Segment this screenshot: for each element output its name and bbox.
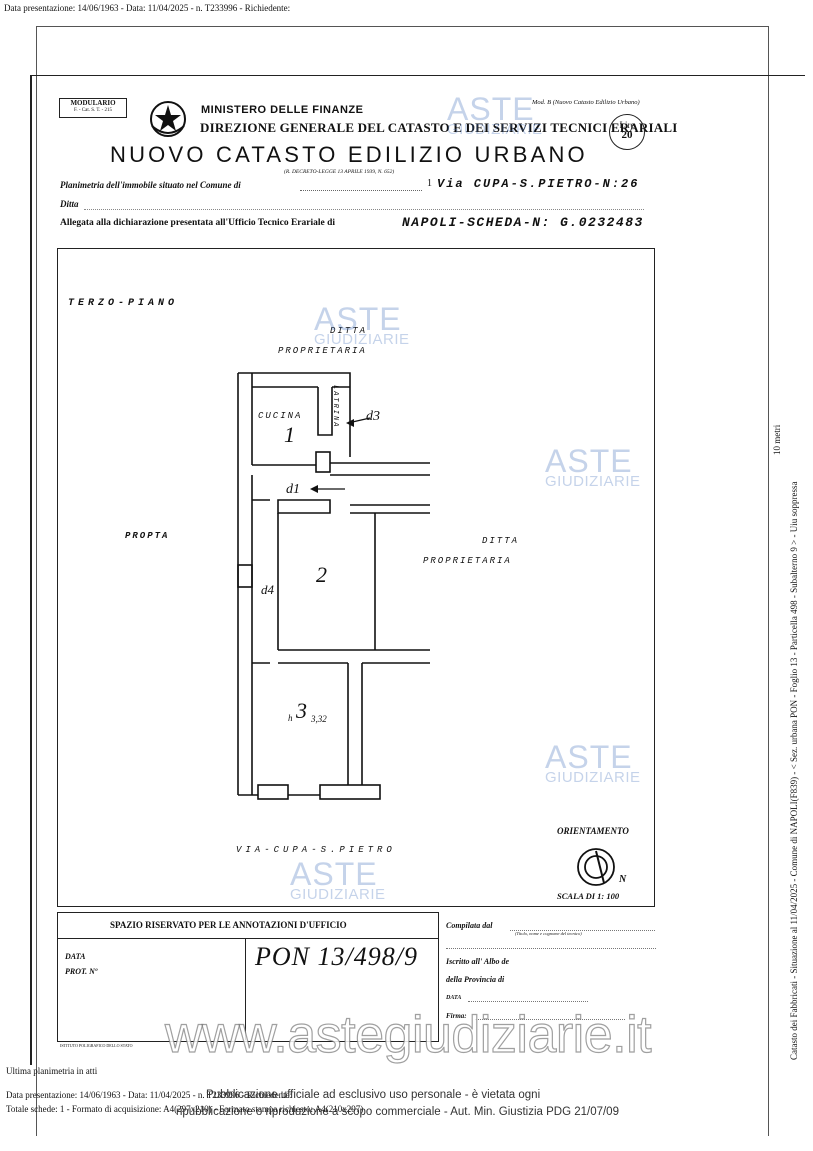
watermark-site: www.astegiudiziarie.it [164,1005,652,1064]
ditta-right-1: DITTA [482,536,520,546]
compilata-label: Compilata dal [446,921,493,930]
footer-overlay-2: ripubblicazione o riproduzione a scopo c… [176,1106,619,1118]
header-line: Data presentazione: 14/06/1963 - Data: 1… [4,3,291,13]
ministry-title: MINISTERO DELLE FINANZE [201,104,364,116]
ditta-top-2: PROPRIETARIA [278,346,367,356]
allegata-label: Allegata alla dichiarazione presentata a… [60,218,336,228]
main-title: NUOVO CATASTO EDILIZIO URBANO [110,142,588,167]
compilata-dots-2 [446,948,656,949]
ditta-label: Ditta [60,199,79,209]
d1-label: d1 [286,482,300,497]
office-prot-label: PROT. Nº [65,967,98,976]
office-box [57,912,439,1042]
firma-label: Firma: [446,1012,467,1020]
floor-label: TERZO-PIANO [68,298,179,309]
modulario-title: MODULARIO [70,99,116,107]
d4-label: d4 [261,582,274,597]
modulario-code: F. - Cat. S. T. - 215 [73,108,113,113]
modulario-box: MODULARIO F. - Cat. S. T. - 215 [59,98,127,118]
watermark-brand: ASTE [314,301,402,337]
watermark-brand-sub: GIUDIZIARIE [314,331,410,348]
floor-plan-drawing [237,372,430,800]
watermark-logo-3: ASTE GIUDIZIARIE [545,445,641,489]
planimetria-label: Planimetria dell'immobile situato nel Co… [60,180,241,190]
street-label: VIA-CUPA-S.PIETRO [236,845,396,855]
scala-label: SCALA DI 1: 100 [557,891,620,901]
scheda-handwritten: NAPOLI-SCHEDA-N: G.0232483 [402,215,644,230]
watermark-brand: ASTE [290,856,378,892]
height-value: 3,32 [311,714,327,724]
watermark-brand-sub: GIUDIZIARIE [545,473,641,490]
cucina-label: CUCINA [258,411,303,421]
office-annotation: PON 13/498/9 [255,942,418,971]
watermark-logo-5: ASTE GIUDIZIARIE [290,858,386,902]
data2-dots [468,1001,588,1002]
firma-dots [475,1019,625,1020]
room-2-number: 2 [316,562,327,587]
watermark-brand: ASTE [545,443,633,479]
comune-dots [300,190,422,191]
footer-line-2: Totale schede: 1 - Formato di acquisizio… [6,1104,364,1114]
room-1-number: 1 [284,422,295,447]
plan-frame [57,248,655,907]
room-3-number: 3 [296,698,307,723]
compilata-dots [510,930,655,931]
iscritto-label: Iscritto all' Albo de [446,957,510,966]
compilata-sub: (Titolo, nome e cognome del tecnico) [515,931,582,936]
provincia-label: della Provincia di [446,975,505,984]
propta-label: PROPTA [125,531,170,541]
address-prefix: 1 [427,178,432,189]
directorate-title: DIREZIONE GENERALE DEL CATASTO E DEI SER… [200,120,678,135]
side-note: Catasto dei Fabbricati - Situazione al 1… [789,481,799,1060]
watermark-logo-2: ASTE GIUDIZIARIE [314,303,410,347]
watermark-logo-4: ASTE GIUDIZIARIE [545,741,641,785]
printer-label: ISTITUTO POLIGRAFICO DELLO STATO [60,1043,133,1048]
d3-label: d3 [366,409,380,424]
height-h: h [288,713,293,723]
frame-top-line [36,26,768,27]
decree-label: (R. DECRETO-LEGGE 13 APRILE 1939, N. 652… [284,169,395,175]
watermark-brand-sub: GIUDIZIARIE [447,121,543,138]
watermark-logo-1: ASTE GIUDIZIARIE [447,93,543,137]
data2-label: DATA [446,995,462,1001]
address-handwritten: Via CUPA-S.PIETRO-N:26 [437,177,640,191]
stamp-lire: Lire [619,120,635,130]
north-label: N [619,874,627,885]
compass-icon [576,845,620,889]
office-box-vline [245,938,246,1040]
emblem-icon [148,98,188,140]
watermark-brand: ASTE [447,91,535,127]
ditta-dots [84,209,644,210]
sheet-left-border [30,75,32,1065]
ditta-right-2: PROPRIETARIA [423,556,512,566]
orientamento-label: ORIENTAMENTO [557,826,629,836]
model-label: Mod. B (Nuovo Catasto Edilizio Urbano) [532,99,640,106]
frame-right-line [768,26,769,1136]
watermark-brand-sub: GIUDIZIARIE [545,769,641,786]
footer-line-1: Data presentazione: 14/06/1963 - Data: 1… [6,1090,293,1100]
office-box-divider [57,938,439,939]
footer-overlay-1: Pubblicazione ufficiale ad esclusivo uso… [206,1089,541,1101]
ditta-top-1: DITTA [330,326,368,336]
footer-ultima: Ultima planimetria in atti [6,1066,98,1076]
stamp-circle: Lire 20 [609,114,645,150]
watermark-brand-sub: GIUDIZIARIE [290,886,386,903]
frame-left-line [36,26,37,1136]
office-title: SPAZIO RISERVATO PER LE ANNOTAZIONI D'UF… [110,920,347,930]
scale-note: 10 metri [772,424,782,455]
latrina-label: LATRINA [331,385,339,429]
watermark-brand: ASTE [545,739,633,775]
stamp-value: 20 [621,129,633,141]
sheet-top-border [30,75,805,76]
office-data-label: DATA [65,952,86,961]
